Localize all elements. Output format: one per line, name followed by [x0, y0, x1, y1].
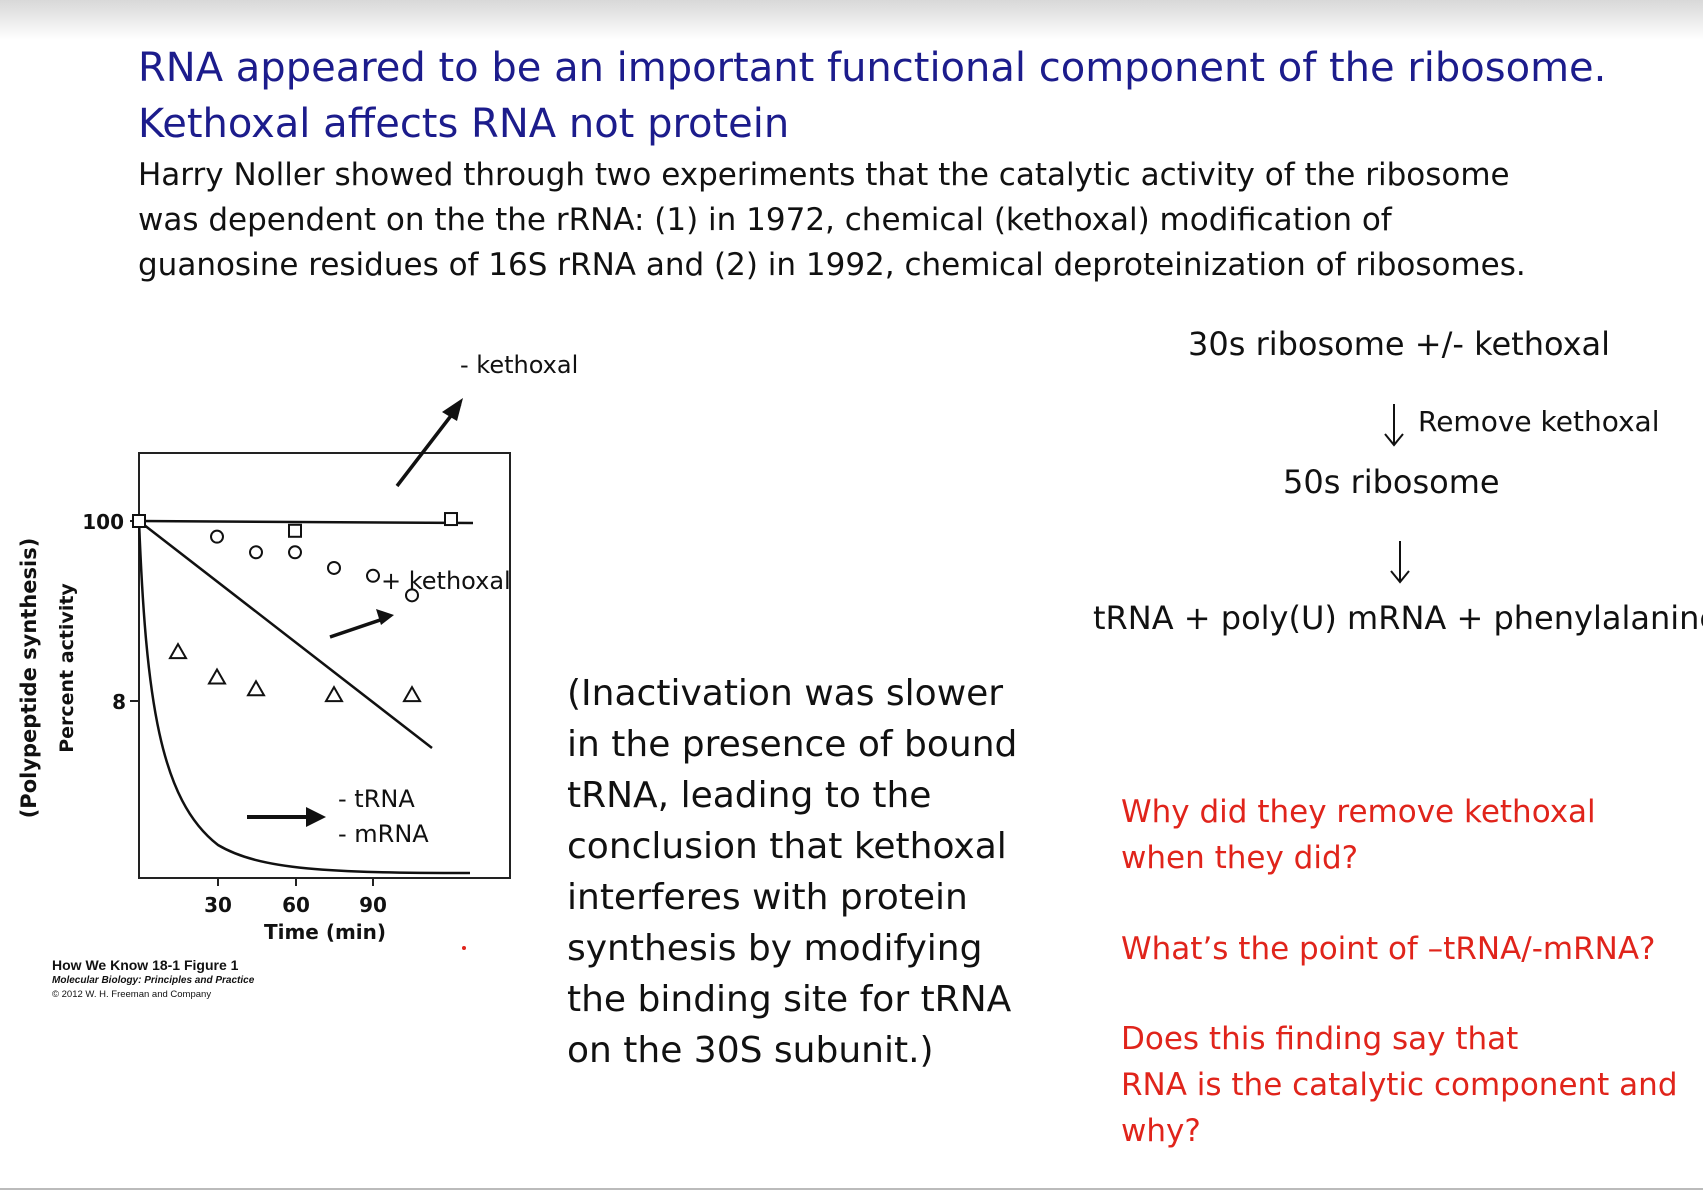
- x-tick-label-60: 60: [282, 893, 310, 917]
- minus-kethoxal-label: - kethoxal: [460, 351, 578, 379]
- intro-line: was dependent on the the rRNA: (1) in 19…: [138, 202, 1392, 238]
- plus-kethoxal-point: [405, 588, 419, 603]
- minus-kethoxal-point: [444, 512, 458, 527]
- stray-dot: [462, 946, 466, 950]
- question-2: What’s the point of –tRNA/-mRNA?: [1121, 926, 1656, 972]
- flow-step-1: 30s ribosome +/- kethoxal: [1188, 325, 1611, 363]
- question-line: RNA is the catalytic component and: [1121, 1067, 1678, 1103]
- plus-kethoxal-arrow: [329, 617, 384, 639]
- note-line: in the presence of bound: [567, 724, 1018, 765]
- plus-kethoxal-label: + kethoxal: [381, 567, 511, 595]
- plus-kethoxal-point: [366, 568, 380, 583]
- minus-trna-label: - tRNA: [338, 785, 415, 813]
- x-tick-label-90: 90: [359, 893, 387, 917]
- plus-kethoxal-arrowhead: [376, 609, 394, 625]
- note-line: synthesis by modifying: [567, 928, 983, 969]
- slide-title-line1: RNA appeared to be an important function…: [138, 45, 1607, 91]
- question-line: What’s the point of –tRNA/-mRNA?: [1121, 931, 1656, 967]
- note-line: tRNA, leading to the: [567, 775, 932, 816]
- slide-title-line2: Kethoxal affects RNA not protein: [138, 101, 790, 147]
- top-gradient-bar: [0, 0, 1703, 40]
- minus-kethoxal-trend-line: [138, 519, 474, 525]
- minus-trna-mrna-point: [246, 679, 266, 697]
- minus-trna-decay-curve: [137, 520, 471, 875]
- minus-trna-mrna-point: [324, 685, 344, 703]
- question-3: Does this finding say that RNA is the ca…: [1121, 1016, 1678, 1154]
- y-axis-label-outer: (Polypeptide synthesis): [17, 538, 41, 819]
- plot-frame: [138, 452, 511, 879]
- flow-step-3: tRNA + poly(U) mRNA + phenylalanine: [1093, 599, 1703, 637]
- figure-caption: How We Know 18-1 Figure 1 Molecular Biol…: [52, 957, 254, 1001]
- bottom-divider: [0, 1188, 1703, 1190]
- minus-kethoxal-point: [132, 514, 146, 528]
- intro-line: Harry Noller showed through two experime…: [138, 157, 1510, 193]
- x-tick-label-30: 30: [204, 893, 232, 917]
- minus-kethoxal-point: [288, 523, 302, 538]
- caption-book: Molecular Biology: Principles and Practi…: [52, 975, 255, 986]
- plus-kethoxal-point: [210, 529, 224, 544]
- down-arrow-icon: [1390, 541, 1410, 584]
- x-axis-label: Time (min): [264, 920, 386, 944]
- note-line: (Inactivation was slower: [567, 673, 1004, 714]
- minus-kethoxal-arrow: [395, 402, 462, 488]
- minus-trna-mrna-point: [168, 642, 188, 660]
- note-line: the binding site for tRNA: [567, 979, 1012, 1020]
- plus-kethoxal-point: [249, 545, 263, 560]
- y-axis-label-inner: Percent activity: [56, 583, 78, 753]
- plus-kethoxal-point: [327, 560, 341, 575]
- caption-title: How We Know 18-1 Figure 1: [52, 957, 239, 973]
- question-line: why?: [1121, 1113, 1201, 1149]
- question-line: Why did they remove kethoxal: [1121, 794, 1596, 830]
- plus-kethoxal-point: [288, 545, 302, 560]
- question-line: when they did?: [1121, 840, 1359, 876]
- question-line: Does this finding say that: [1121, 1021, 1519, 1057]
- inactivation-note: (Inactivation was slower in the presence…: [567, 668, 1017, 1076]
- minus-trna-mrna-point: [207, 667, 227, 685]
- caption-copyright: © 2012 W. H. Freeman and Company: [52, 989, 212, 1000]
- y-tick-label-100: 100: [82, 510, 124, 534]
- y-tick-label-8: 8: [112, 690, 126, 714]
- down-arrow-icon: [1384, 404, 1404, 447]
- minus-mrna-label: - mRNA: [338, 820, 429, 848]
- minus-trna-arrowhead: [306, 807, 326, 827]
- minus-trna-mrna-point: [402, 685, 422, 703]
- flow-arrow-label: Remove kethoxal: [1418, 405, 1660, 438]
- intro-paragraph: Harry Noller showed through two experime…: [138, 153, 1526, 288]
- flow-step-2: 50s ribosome: [1283, 463, 1500, 501]
- plus-kethoxal-trend-line: [138, 520, 433, 749]
- intro-line: guanosine residues of 16S rRNA and (2) i…: [138, 247, 1526, 283]
- minus-kethoxal-arrowhead: [442, 398, 463, 421]
- note-line: on the 30S subunit.): [567, 1030, 934, 1071]
- note-line: interferes with protein: [567, 877, 968, 918]
- question-1: Why did they remove kethoxal when they d…: [1121, 789, 1596, 881]
- note-line: conclusion that kethoxal: [567, 826, 1007, 867]
- kethoxal-activity-chart: (Polypeptide synthesis) Percent activity…: [17, 351, 578, 950]
